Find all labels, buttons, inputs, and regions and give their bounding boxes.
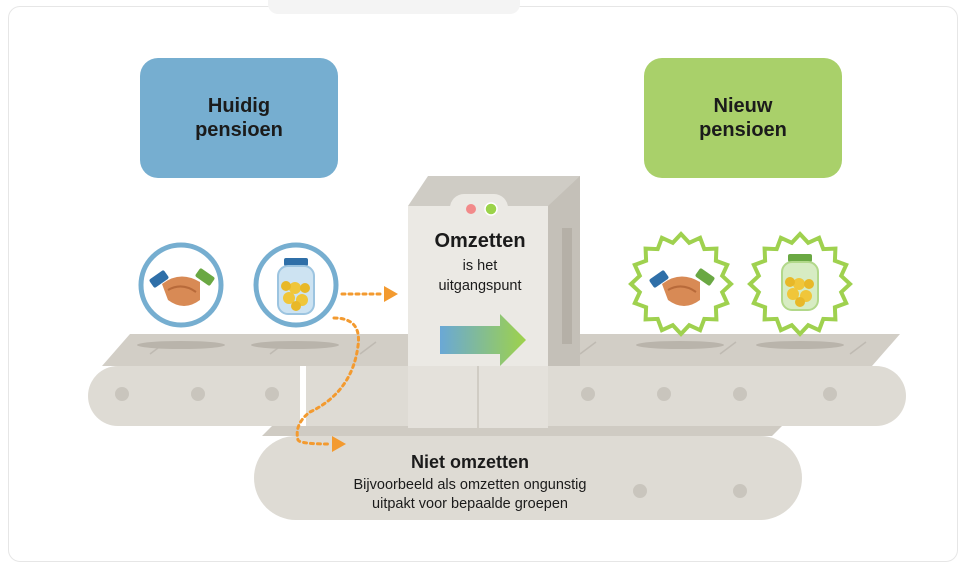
machine-green-light <box>484 202 498 216</box>
handshake-current <box>138 242 224 328</box>
machine-title: Omzetten <box>434 230 526 252</box>
not-convert-subtitle: Bijvoorbeeld als omzetten ongunstig uitp… <box>353 477 587 512</box>
machine-subtitle: is het uitgangspunt <box>438 258 522 294</box>
coin-jar-current <box>253 242 339 328</box>
top-tab <box>268 0 520 14</box>
conversion-machine <box>408 176 580 428</box>
current-pension-label: Huidig pensioen <box>140 58 338 178</box>
handshake-new <box>628 231 734 337</box>
not-convert-title: Niet omzetten <box>410 452 529 472</box>
not-convert-path-arrow <box>295 316 360 452</box>
machine-red-light <box>466 204 476 214</box>
new-pension-title: Nieuw pensioen <box>699 95 787 141</box>
conversion-arrow-icon <box>440 314 526 366</box>
convert-path-arrow <box>340 286 398 302</box>
coin-jar-new <box>747 231 853 337</box>
current-pension-title: Huidig pensioen <box>195 95 283 141</box>
new-pension-label: Nieuw pensioen <box>644 58 842 178</box>
